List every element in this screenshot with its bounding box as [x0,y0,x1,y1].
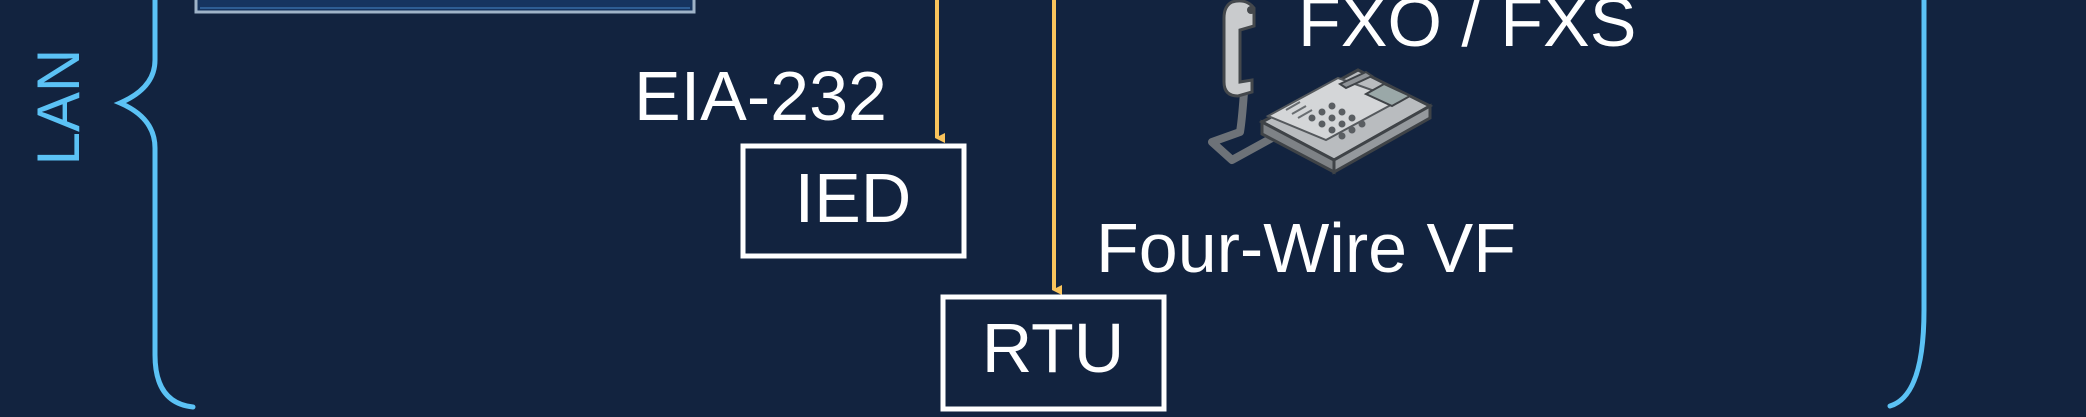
ied-box: IED [740,143,967,259]
top-device-box [194,0,696,14]
fourwire-label: Four-Wire VF [1096,209,1516,287]
telephone-icon [1208,0,1434,175]
rtu-box: RTU [940,294,1167,412]
ied-label: IED [795,159,912,237]
lan-left-bracket [113,0,196,410]
lan-right-bracket [1887,0,1927,409]
fxo-fxs-label: FXO / FXS [1298,0,1636,61]
lan-label: LAN [25,49,92,166]
rtu-label: RTU [982,309,1125,387]
eia232-label: EIA-232 [634,57,887,135]
